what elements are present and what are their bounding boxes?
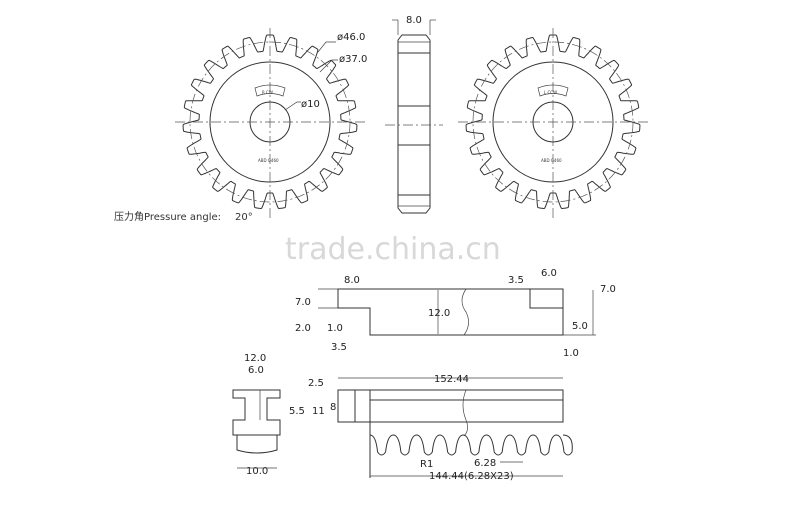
dim: 6.0 (248, 365, 264, 376)
dim: 2.5 (308, 378, 324, 389)
dim: 12.0 (428, 308, 450, 319)
dim-outer-dia: ø46.0 (337, 32, 365, 43)
dim: 2.0 (295, 323, 311, 334)
gear-direction-label: L CCW (544, 90, 557, 95)
dim: 6.28 (474, 458, 496, 469)
pressure-angle-value: 20° (235, 212, 253, 223)
dim-gear-width: 8.0 (406, 15, 422, 26)
rack-top-view: 7.0 2.0 8.0 1.0 3.5 12.0 3.5 6.0 7.0 5.0… (295, 268, 616, 359)
gear-side-view: 8.0 (385, 15, 443, 214)
gear-left: R CW ABD G460 ø46.0 ø37.0 ø10 (175, 28, 367, 218)
dim: 8.0 (344, 275, 360, 286)
gear-right: L CCW ABD G460 (458, 28, 648, 218)
dim: R1 (420, 459, 433, 470)
dim: 7.0 (600, 284, 616, 295)
rack-teeth (369, 434, 573, 456)
dim: 10.0 (246, 466, 268, 477)
rack-end-view: 12.0 6.0 2.5 5.5 11 10.0 (232, 353, 325, 477)
gear-direction-label: R CW (262, 90, 273, 95)
dim: 8 (330, 402, 336, 413)
dim: 3.5 (331, 342, 347, 353)
rack-front-view: 152.44 8 R1 6.28 144.44(6.28X23) (330, 374, 573, 482)
dim: 5.0 (572, 321, 588, 332)
dim: 1.0 (327, 323, 343, 334)
gear-marking: ABD G460 (541, 158, 562, 163)
dim: 144.44(6.28X23) (429, 471, 514, 482)
dim: 7.0 (295, 297, 311, 308)
dim-pitch-dia: ø37.0 (339, 54, 367, 65)
dim: 3.5 (508, 275, 524, 286)
dim: 1.0 (563, 348, 579, 359)
direction-arrow (254, 84, 286, 97)
gear-marking: ABD G460 (258, 158, 279, 163)
dim: 6.0 (541, 268, 557, 279)
watermark: trade.china.cn (285, 232, 501, 267)
pressure-angle: 压力角Pressure angle: 20° (114, 212, 267, 224)
dim-bore-dia: ø10 (301, 99, 320, 110)
dim: 152.44 (434, 374, 469, 385)
pressure-angle-label: 压力角Pressure angle: (114, 212, 221, 223)
dim: 11 (312, 406, 325, 417)
dim: 5.5 (289, 406, 305, 417)
dim: 12.0 (244, 353, 266, 364)
